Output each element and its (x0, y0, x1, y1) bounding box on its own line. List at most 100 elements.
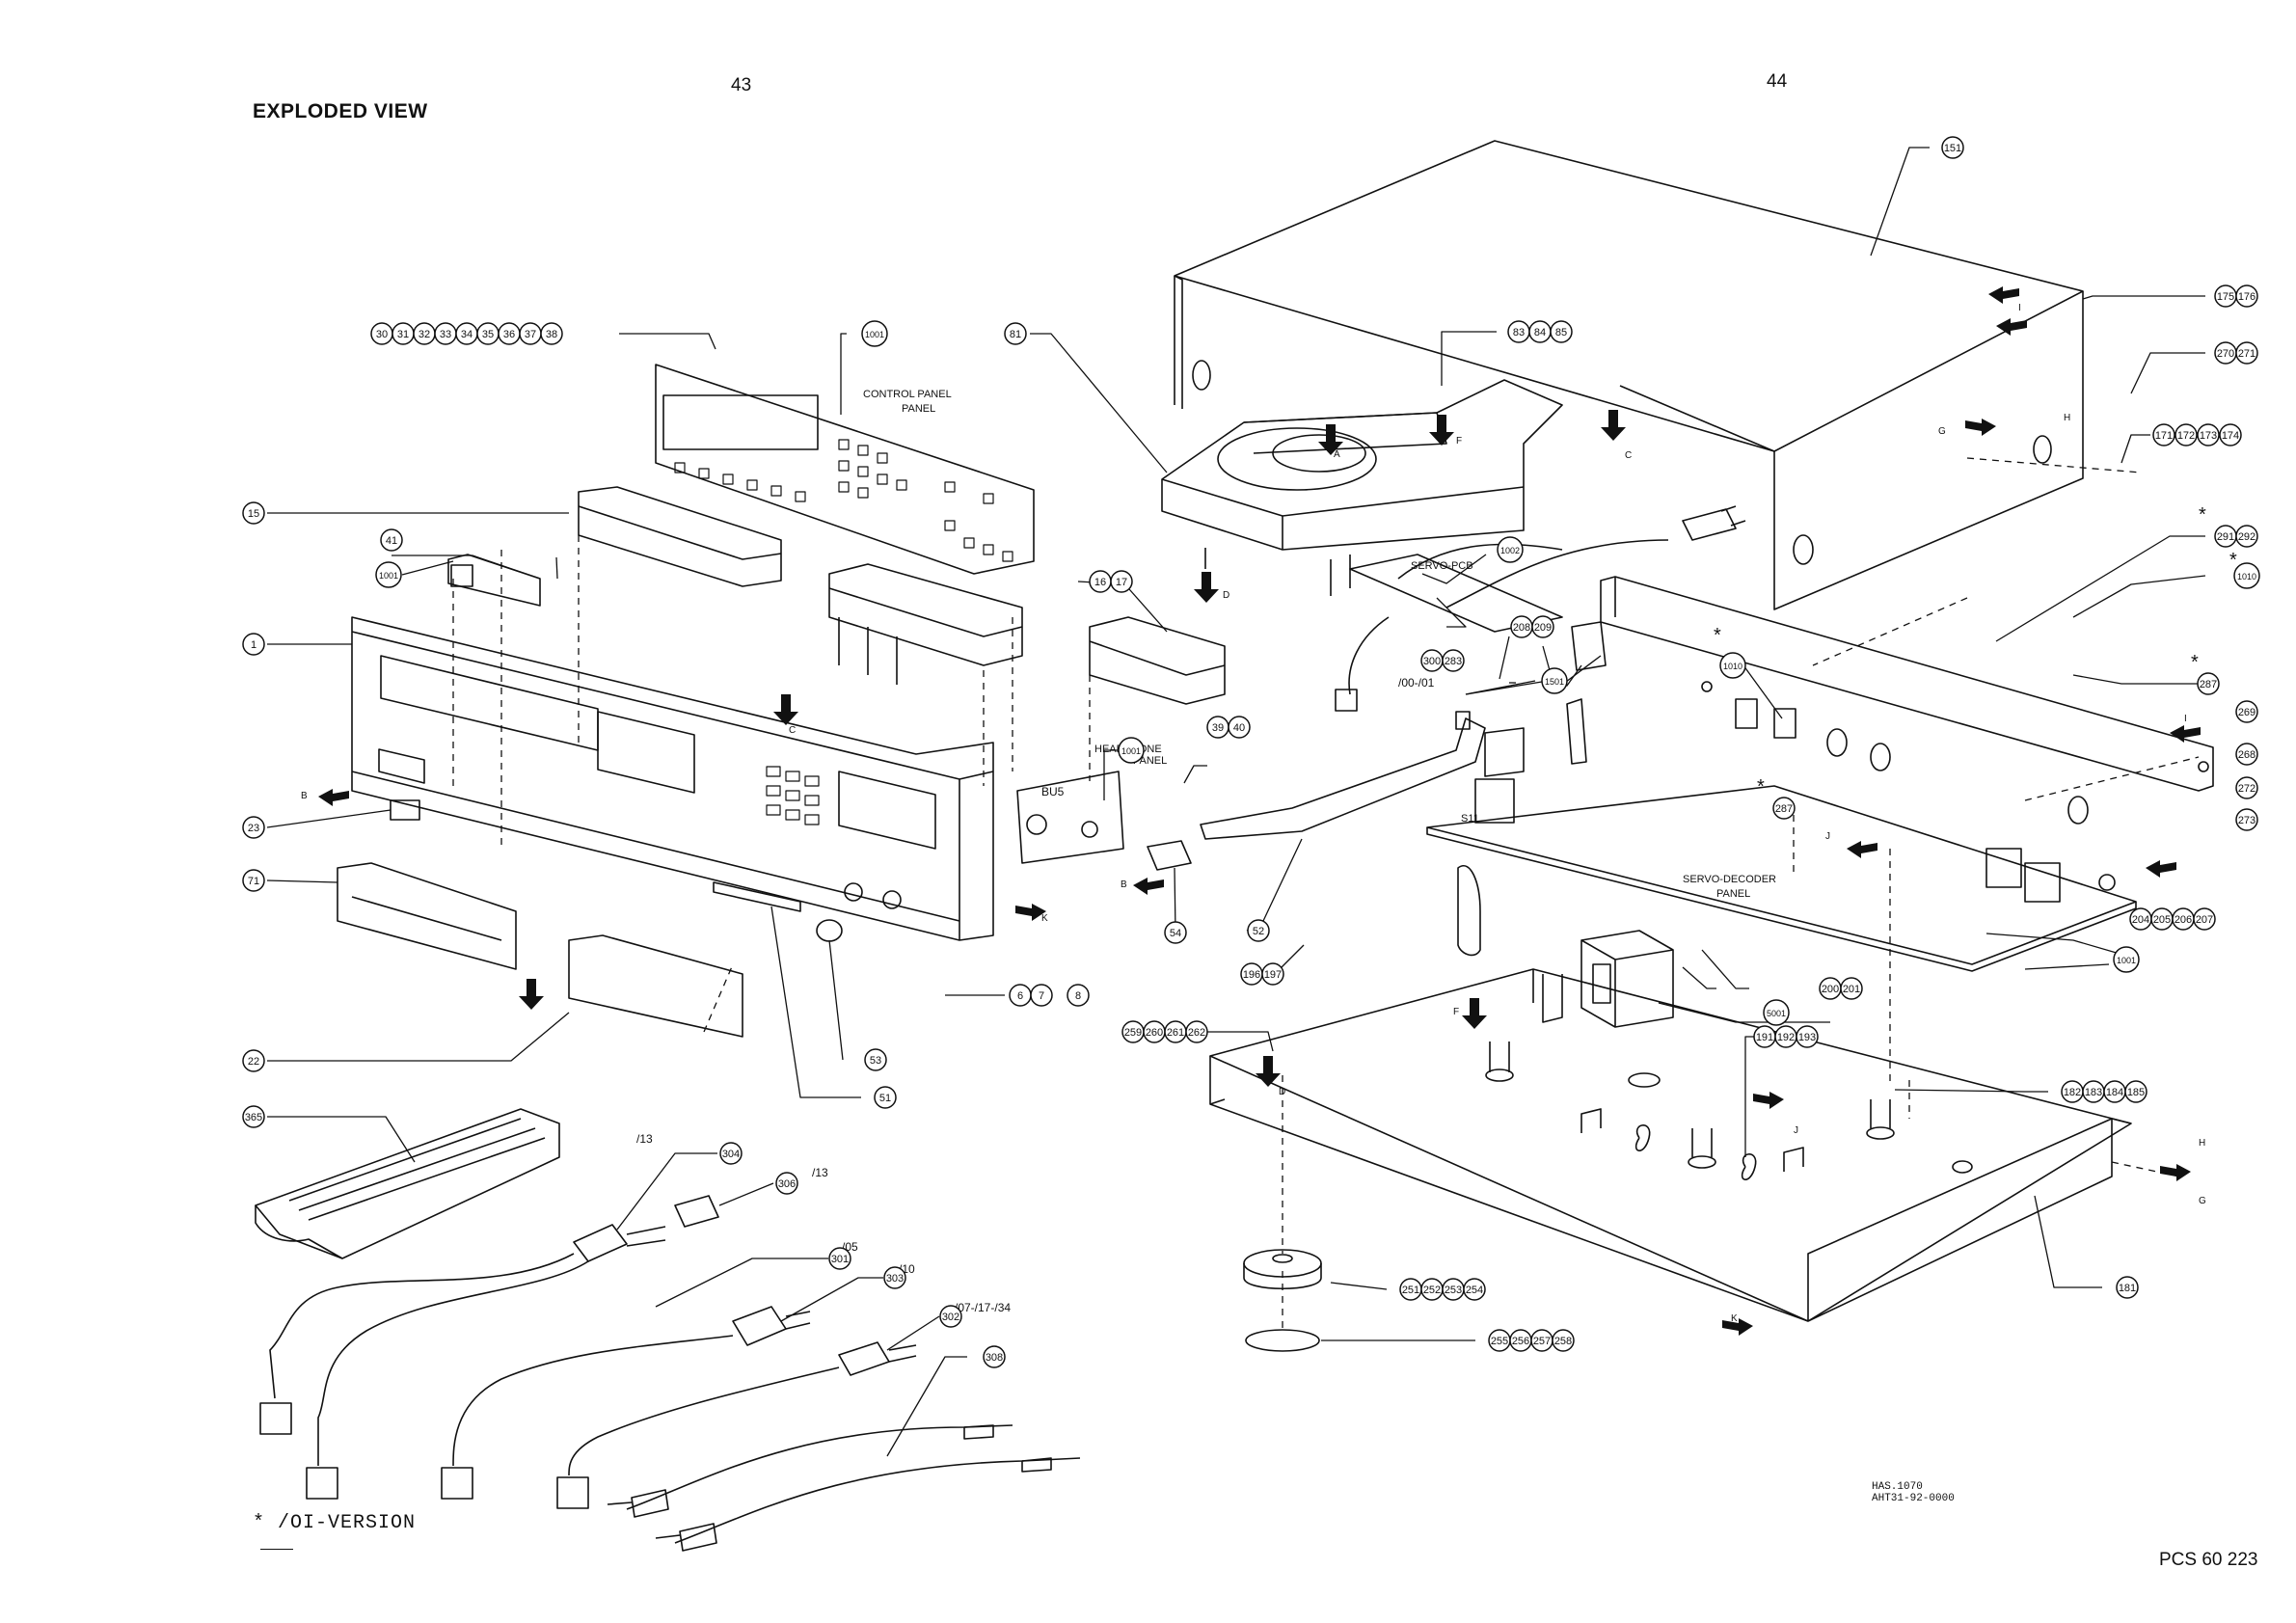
callout-259: 259 (1121, 1020, 1145, 1043)
callout-7: 7 (1030, 984, 1053, 1007)
callout-number: 32 (419, 329, 430, 340)
callout-number: 252 (1423, 1285, 1441, 1296)
callout-number: 33 (440, 329, 451, 340)
callout-number: 268 (2238, 749, 2255, 761)
letter-k-front: K (1041, 913, 1048, 924)
drawing-labels: CONTROL PANEL PANEL HEADPHONE PANEL SERV… (301, 303, 2237, 1324)
callout-291: 291 (2214, 525, 2237, 548)
callout-number: 1001 (865, 330, 884, 339)
callout-number: 6 (1017, 990, 1023, 1002)
drawing-id: HAS.1070 AHT31-92-0000 (1872, 1481, 1955, 1504)
button-strips (578, 486, 1226, 705)
callout-circle (828, 1247, 851, 1270)
callout-circle (2235, 808, 2258, 831)
callout-circle (2235, 525, 2258, 548)
callout-number: 208 (1513, 622, 1530, 634)
callout-number: 302 (942, 1312, 959, 1323)
callout-number: 272 (2238, 783, 2255, 795)
callout-number: 301 (831, 1254, 849, 1265)
letter-c-front: C (789, 725, 796, 736)
letter-b-front: B (301, 791, 308, 801)
callout-number: 38 (546, 329, 557, 340)
callout-circle (242, 816, 265, 839)
callout-38: 38 (540, 322, 563, 345)
callout-circle (2197, 423, 2220, 446)
callout-254: 254 (1463, 1278, 1486, 1301)
callout-304: 304 (719, 1142, 743, 1165)
callout-circle (1164, 921, 1187, 944)
disc-tray-mechanism (1161, 379, 1563, 596)
callout-270: 270 (2214, 341, 2237, 365)
callout-circle (2235, 776, 2258, 799)
version-note: * /OI-VERSION (253, 1512, 417, 1534)
label-control-panel-1: CONTROL PANEL (863, 389, 952, 400)
callout-273: 273 (2235, 808, 2258, 831)
callout-number: 84 (1534, 327, 1546, 338)
callout-number: 256 (1512, 1336, 1529, 1347)
callout-number: 30 (376, 329, 388, 340)
callout-23: 23 (242, 816, 265, 839)
page-number-right: 44 (1767, 71, 1788, 92)
callout-number: 271 (2238, 348, 2255, 360)
callout-number: 206 (2174, 914, 2192, 926)
flat-cable (1200, 711, 1486, 840)
letter-i-cover: I (2018, 303, 2021, 313)
callout-36: 36 (498, 322, 521, 345)
letter-j-rear: J (1825, 831, 1830, 842)
callout-52: 52 (1247, 919, 1270, 942)
callout-circle (1067, 984, 1090, 1007)
callout-number: 174 (2222, 430, 2239, 442)
callout-283: 283 (1442, 649, 1465, 672)
callout-37: 37 (519, 322, 542, 345)
callout-circle (1004, 322, 1027, 345)
callout-272: 272 (2235, 776, 2258, 799)
callout-54: 54 (1164, 921, 1187, 944)
callout-circle (861, 320, 888, 347)
callout-193: 193 (1796, 1025, 1819, 1048)
callout-number: 53 (870, 1055, 881, 1067)
callout-253: 253 (1442, 1278, 1465, 1301)
servo-decoder-pcb (1426, 778, 2137, 972)
callout-number: 172 (2177, 430, 2195, 442)
callout-201: 201 (1840, 977, 1863, 1000)
callout-number: 303 (886, 1273, 904, 1285)
callout-303: 303 (883, 1266, 906, 1289)
callout-172: 172 (2174, 423, 2198, 446)
callout-circle (2235, 284, 2258, 308)
callout-circle (2124, 1080, 2147, 1103)
callout-287: 287 (1772, 797, 1796, 820)
callout-circle (1541, 667, 1568, 694)
callout-number: 31 (397, 329, 409, 340)
callout-number: 270 (2217, 348, 2234, 360)
callout-number: 22 (248, 1056, 259, 1068)
callout-208: 208 (1510, 615, 1533, 638)
callout-365: 365 (242, 1105, 265, 1128)
callout-300: 300 (1420, 649, 1444, 672)
callout-number: 52 (1253, 926, 1264, 937)
callout-circle (2193, 907, 2216, 931)
callout-circle (242, 501, 265, 525)
callout-circle (1763, 999, 1790, 1026)
callout-34: 34 (455, 322, 478, 345)
callout-number: 197 (1264, 969, 1282, 981)
callout-circle (2219, 423, 2242, 446)
callout-41: 41 (380, 528, 403, 552)
callout-251: 251 (1399, 1278, 1422, 1301)
callout-number: 1001 (379, 571, 398, 581)
page-number-left: 43 (731, 75, 752, 95)
callout-185: 185 (2124, 1080, 2147, 1103)
callout-16: 16 (1089, 570, 1112, 593)
callout-circle (939, 1305, 962, 1328)
callout-circle (2235, 341, 2258, 365)
callout-number: 201 (1843, 984, 1860, 995)
callout-number: 173 (2200, 430, 2217, 442)
callout-71: 71 (242, 869, 265, 892)
bottom-chassis (1209, 968, 2132, 1322)
drawing-id-line-2: AHT31-92-0000 (1872, 1493, 1955, 1504)
callout-5001: 5001 (1763, 999, 1790, 1026)
callout-number: 171 (2155, 430, 2173, 442)
variant-304: /13 (636, 1132, 653, 1146)
callout-circle (983, 1345, 1006, 1368)
asterisk-mark: * (2199, 504, 2206, 526)
callout-number: 81 (1010, 329, 1021, 340)
